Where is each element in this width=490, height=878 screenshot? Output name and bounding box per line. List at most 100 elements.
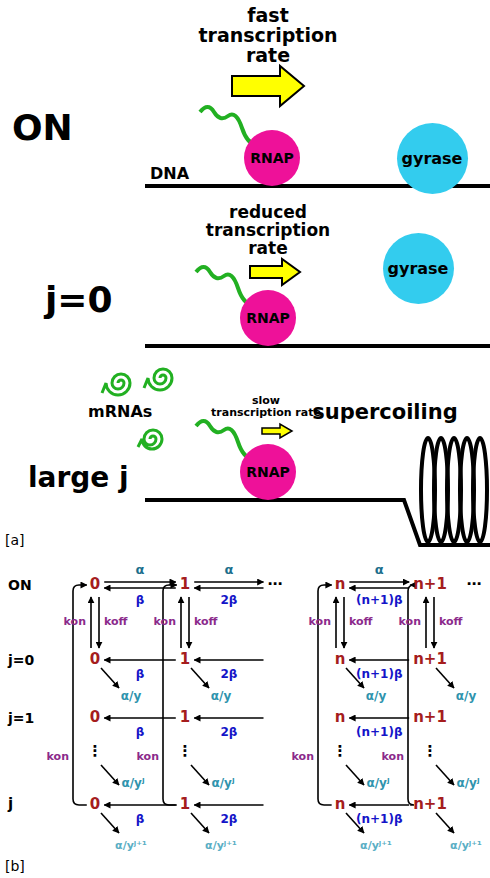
switch-arrow [98,597,100,648]
state-number: n+1 [413,652,447,668]
state-number: n [335,710,346,726]
decay-arrow [346,765,364,785]
switch-arrow [180,597,182,648]
rate-caption: slow transcription rate [211,395,321,418]
rate-label: kon [47,751,69,763]
state-number: 0 [90,710,100,726]
rate-label: koff [439,616,463,628]
node-label: RNAP [246,464,290,480]
state-number: n+1 [413,577,447,593]
rate-label: α/yʲ⁺¹ [360,840,392,852]
rate-label: (n+1)β [356,594,403,607]
rate-label: kon [137,751,159,763]
rate-label: (n+1)β [356,813,403,826]
state-number: n+1 [413,710,447,726]
row-heading: j=0 [8,653,34,668]
rate-label: α [136,563,145,577]
ellipsis: ⋮ [178,744,193,760]
state-heading: ON [12,109,73,147]
rate-label: α/yʲ [366,777,389,790]
rate-arrow [104,587,176,589]
switch-arrow [188,597,190,648]
rate-label: kon [382,751,404,763]
state-number: n [335,577,346,593]
rate-label: kon [154,616,176,628]
rate-label: α/yʲ [121,777,144,790]
part-label: supercoiling [312,401,458,423]
rate-label: koff [349,616,373,628]
rate-arrow [104,581,176,583]
state-heading: large j [28,463,129,492]
ellipsis: ⋮ [423,744,438,760]
rate-label: α [224,563,233,577]
rate-label: α/y [121,690,141,703]
rate-label: (n+1)β [356,668,403,681]
rate-arrow [262,424,292,438]
rate-label: (n+1)β [356,726,403,739]
state-number: n+1 [413,797,447,813]
nascent-rna [200,107,258,144]
mrna-spiral [138,430,162,449]
decay-arrow [436,813,454,833]
rate-arrow [349,659,409,661]
state-number: n [335,652,346,668]
state-number: 1 [180,652,190,668]
rate-arrow [349,581,409,583]
rate-label: β [136,668,145,681]
rate-label: α/y [366,690,386,703]
row-heading: ON [8,578,32,593]
rate-arrow [250,259,300,285]
supercoil [421,438,487,542]
rate-label: α [375,563,384,577]
switch-arrow [425,597,427,648]
state-number: 1 [180,710,190,726]
rate-label: 2β [220,813,237,826]
rate-arrow [349,804,409,806]
rate-label: 2β [220,594,237,607]
node-label: RNAP [250,150,294,166]
state-number: 1 [180,797,190,813]
part-label: DNA [150,166,189,183]
state-number: 1 [180,577,190,593]
rnap-circle: RNAP [244,130,300,186]
rate-arrow [194,659,263,661]
rate-caption: fast transcription rate [191,6,346,66]
ellipsis: ⋮ [333,744,348,760]
state-heading: j=0 [45,281,113,319]
gyrase-circle: gyrase [383,233,454,304]
rate-arrow [194,717,263,719]
rate-arrow [349,587,409,589]
rate-arrow [349,717,409,719]
switch-arrow [343,597,345,648]
rate-label: 2β [220,668,237,681]
rate-label: α/y [211,690,231,703]
rate-caption: reduced transcription rate [188,204,348,258]
ellipsis: ⋯ [467,577,482,593]
rate-label: kon [64,616,86,628]
nascent-rna [196,267,254,304]
state-number: 0 [90,652,100,668]
rate-label: α/y [456,690,476,703]
rate-label: β [136,813,145,826]
rate-arrow [104,717,176,719]
mrna-spiral [144,369,172,390]
rate-arrow [194,804,263,806]
rate-label: kon [309,616,331,628]
rate-label: 2β [220,726,237,739]
decay-arrow [101,765,119,785]
switch-arrow [433,597,435,648]
panel-label: [b] [5,859,25,874]
rnap-circle: RNAP [240,290,296,346]
rate-label: α/yʲ⁺¹ [205,840,237,852]
panel-label: [a] [5,533,25,548]
rate-label: α/yʲ⁺¹ [115,840,147,852]
decay-arrow [191,668,209,688]
row-heading: j=1 [8,711,34,726]
switch-arrow [335,597,337,648]
state-number: 0 [90,577,100,593]
mrna-spiral [102,374,130,395]
row-heading: j [8,797,13,813]
rate-arrow [104,659,176,661]
state-number: 0 [90,797,100,813]
decay-arrow [436,765,454,785]
